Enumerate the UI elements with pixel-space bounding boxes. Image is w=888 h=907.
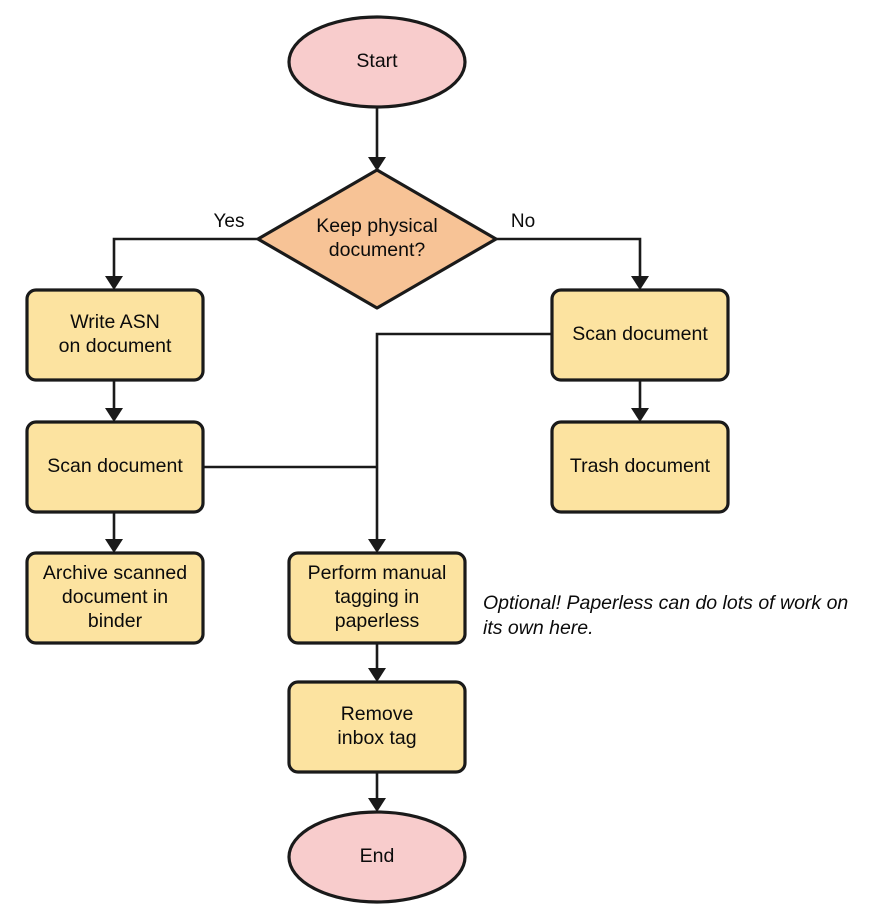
node-start[interactable]: Start <box>287 15 467 109</box>
node-label-line: Write ASN <box>70 311 160 333</box>
node-trash-document[interactable]: Trash document <box>550 420 730 514</box>
node-label: Trash document <box>570 455 711 477</box>
edge-scan-document-left-to-archive <box>105 512 123 553</box>
edge-write-asn-to-scan-document-left <box>105 380 123 422</box>
node-label-line: Trash document <box>570 455 711 477</box>
node-label-line: document? <box>329 239 426 261</box>
process-shape <box>287 680 467 774</box>
node-end[interactable]: End <box>287 810 467 904</box>
node-label-line: on document <box>59 335 172 357</box>
node-scan-document-left[interactable]: Scan document <box>25 420 205 514</box>
node-label-line: Archive scanned <box>43 562 187 584</box>
process-shape <box>25 551 205 645</box>
annotations-layer: Optional! Paperless can do lots of work … <box>483 592 848 639</box>
node-label: Scan document <box>47 455 183 477</box>
edge-label-decision-no-to-scan-document-right: No <box>511 211 535 232</box>
edge-decision-no-to-scan-document-right: No <box>496 211 649 290</box>
edge-arrowhead <box>105 276 123 290</box>
decision-shape <box>256 168 498 310</box>
edge-start-to-decision <box>368 107 386 171</box>
edge-label-decision-yes-to-write-asn: Yes <box>214 211 245 232</box>
process-shape <box>25 288 205 382</box>
node-label-line: Scan document <box>572 323 708 345</box>
edge-arrowhead <box>105 408 123 422</box>
node-label-line: inbox tag <box>337 727 416 749</box>
edge-tagging-to-remove-inbox-tag <box>368 643 386 682</box>
node-label-line: Perform manual <box>308 562 447 584</box>
edge-arrowhead <box>368 668 386 682</box>
process-shape <box>25 420 205 514</box>
node-label-line: Remove <box>341 703 414 725</box>
node-label-line: End <box>360 845 395 867</box>
process-shape <box>287 551 467 645</box>
terminator-shape <box>287 810 467 904</box>
edge-path <box>112 237 258 282</box>
node-label-line: Scan document <box>47 455 183 477</box>
process-shape <box>550 288 730 382</box>
node-label-line: document in <box>62 586 168 608</box>
edge-arrowhead <box>631 276 649 290</box>
node-label: Start <box>356 50 398 72</box>
edge-arrowhead <box>368 157 386 171</box>
node-label-line: Start <box>356 50 398 72</box>
edge-decision-yes-to-write-asn: Yes <box>105 211 258 290</box>
edge-path <box>375 332 552 545</box>
edge-remove-inbox-tag-to-end <box>368 772 386 812</box>
process-shape <box>550 420 730 514</box>
node-label-line: Keep physical <box>316 215 437 237</box>
edge-arrowhead <box>105 539 123 553</box>
node-scan-document-right[interactable]: Scan document <box>550 288 730 382</box>
node-label: Scan document <box>572 323 708 345</box>
edge-scan-document-right-to-tagging <box>368 332 552 553</box>
annotation-line: Optional! Paperless can do lots of work … <box>483 592 848 614</box>
node-label-line: paperless <box>335 610 420 632</box>
edges-layer: Yes No <box>105 107 649 812</box>
edge-path <box>496 237 642 282</box>
edge-arrowhead <box>631 408 649 422</box>
annotation-line: its own here. <box>483 617 594 639</box>
edge-arrowhead <box>368 798 386 812</box>
node-label: End <box>360 845 395 867</box>
node-label-line: tagging in <box>335 586 420 608</box>
annotation-optional-note: Optional! Paperless can do lots of work … <box>483 592 848 639</box>
edge-arrowhead <box>368 539 386 553</box>
edge-scan-document-right-to-trash <box>631 380 649 422</box>
terminator-shape <box>287 15 467 109</box>
node-label-line: binder <box>88 610 143 632</box>
